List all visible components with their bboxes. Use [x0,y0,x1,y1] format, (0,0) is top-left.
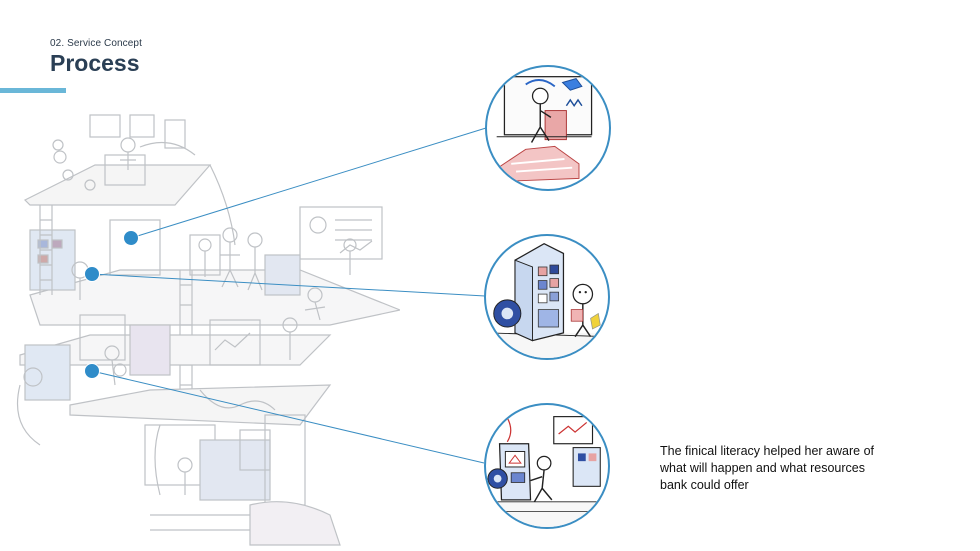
zoom-circle-atm [484,403,610,529]
header: 02. Service Concept Process [50,38,142,77]
caption-text: The finical literacy helped her aware of… [660,444,875,492]
hotspot-middle-floor[interactable] [84,266,100,282]
hotspot-lower-floor[interactable] [84,363,100,379]
accent-bar [0,88,66,93]
building-illustration [16,114,400,546]
section-label: 02. Service Concept [50,38,142,49]
zoom-circle-kiosk [484,234,610,360]
zoom-circle-stairs [485,65,611,191]
hotspot-top-floor[interactable] [123,230,139,246]
page-title: Process [50,50,140,76]
